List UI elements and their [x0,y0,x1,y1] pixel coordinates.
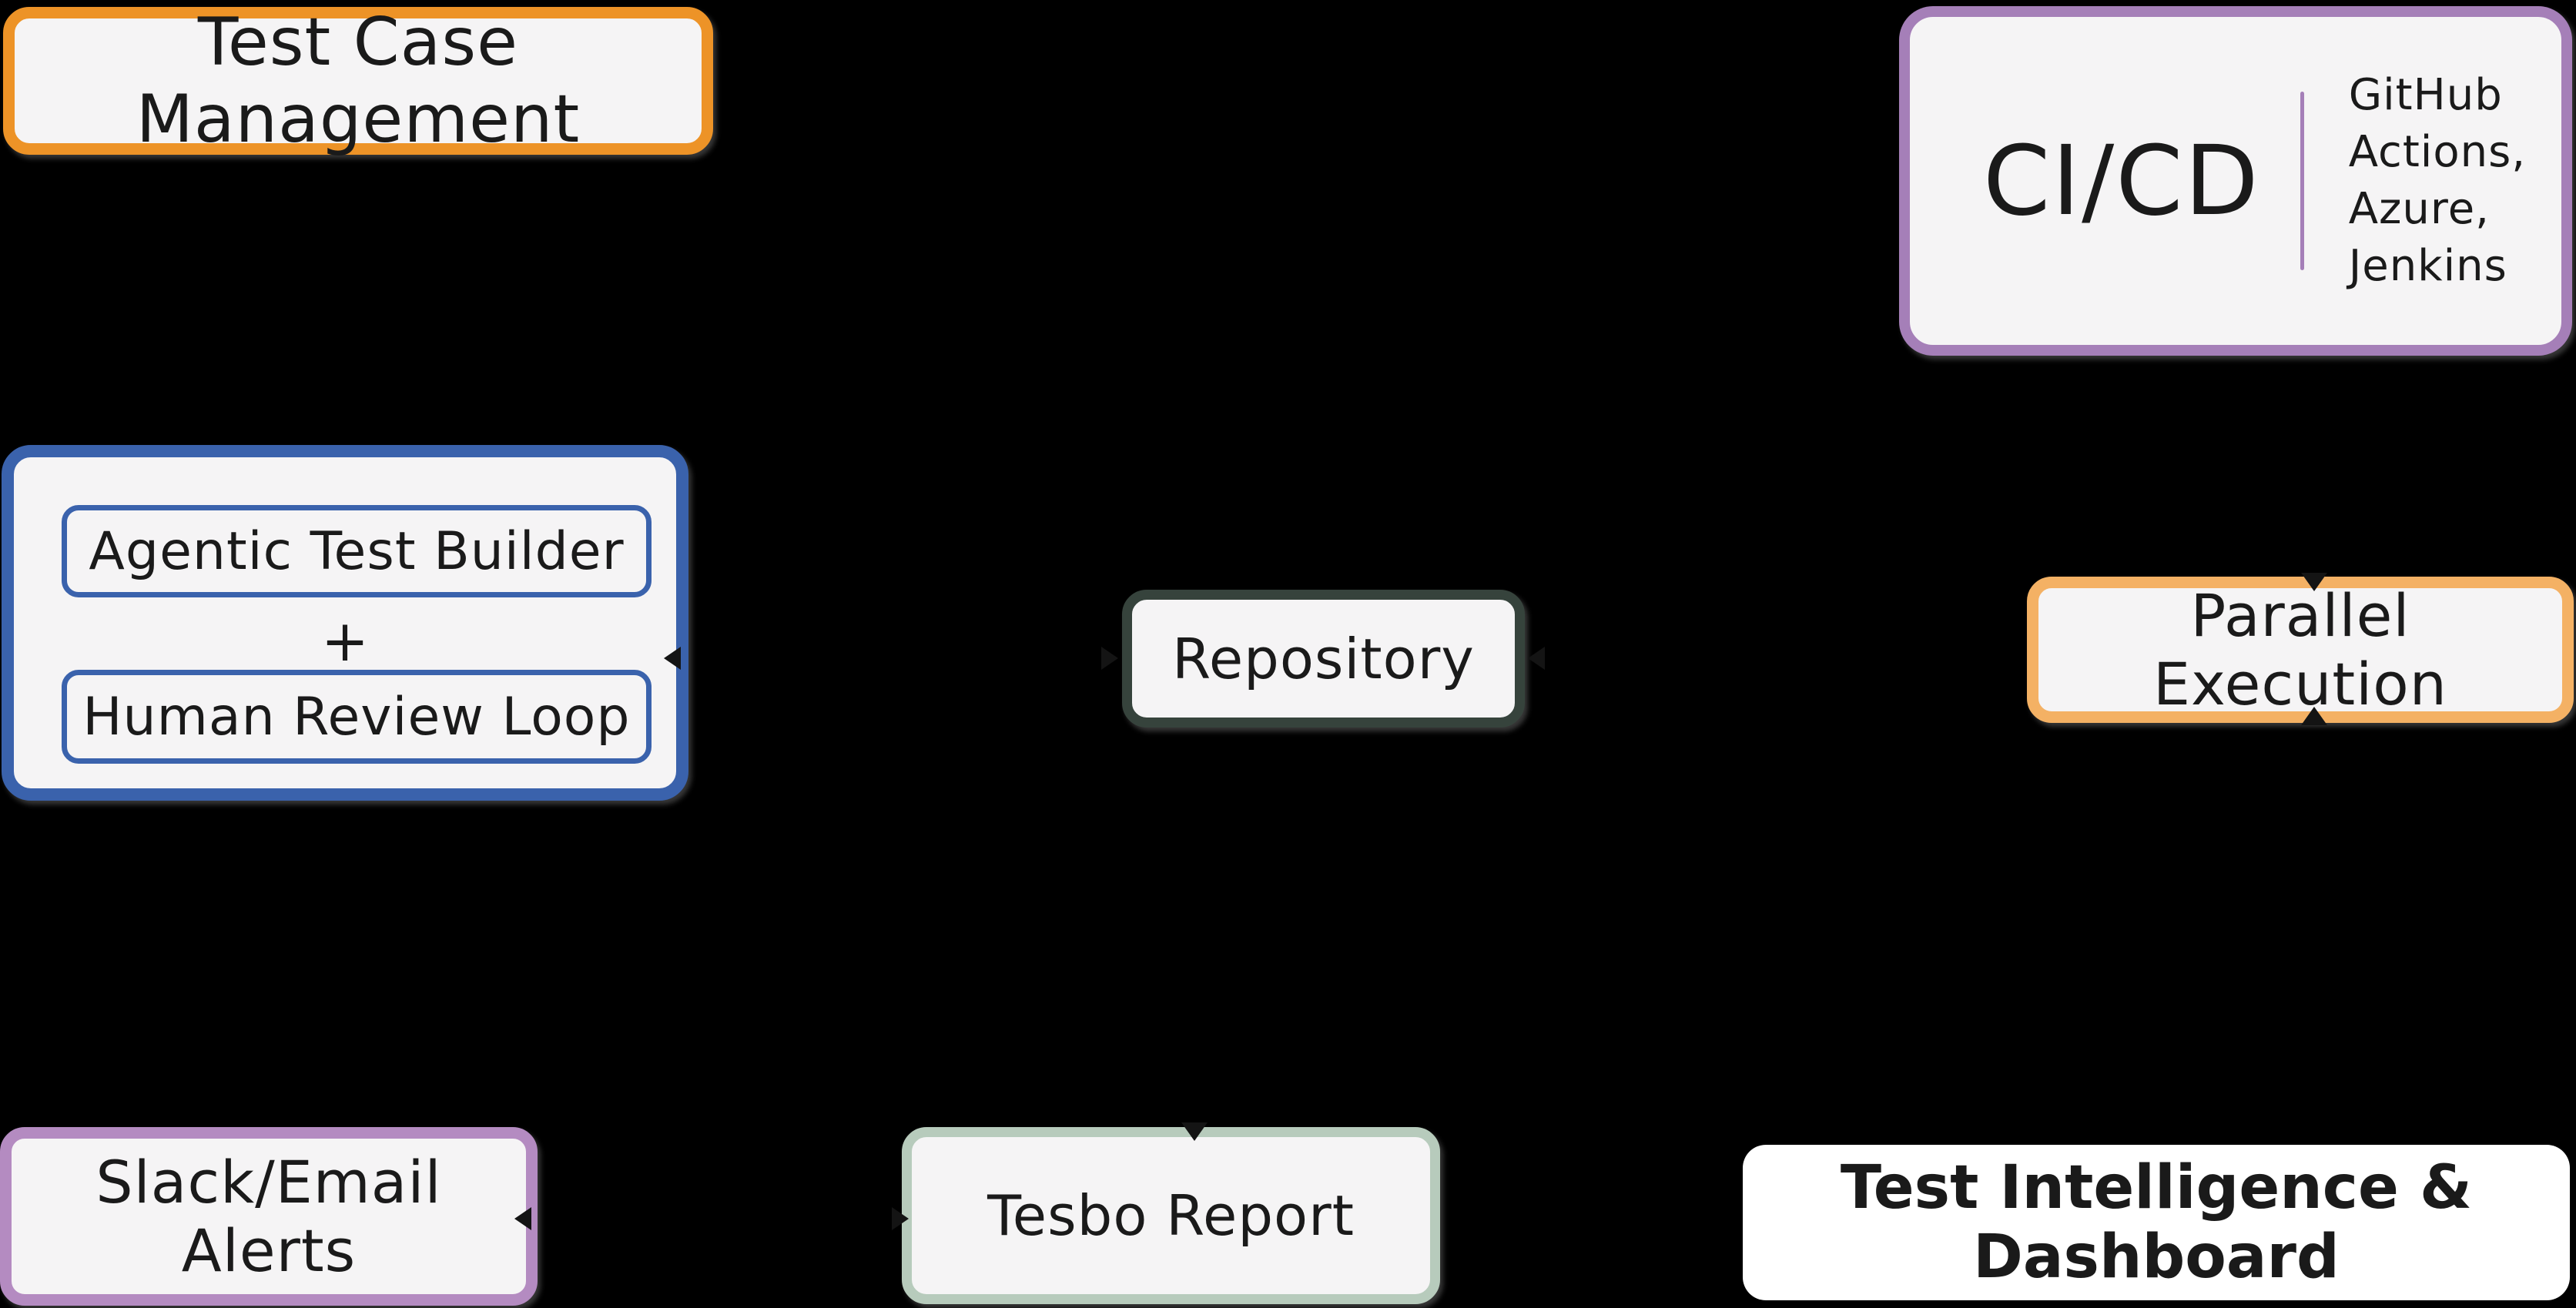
agentic-group-box: Agentic Test Builder + Human Review Loop [2,445,688,801]
agentic-test-builder-label: Agentic Test Builder [89,520,625,582]
parallel-execution-label: Parallel Execution [2153,581,2447,718]
connector-arrowhead-icon [892,1207,909,1230]
cicd-title: CI/CD [1983,125,2260,237]
slack-email-alerts-label: Slack/Email Alerts [95,1148,442,1285]
tesbo-report-box: Tesbo Report [902,1127,1440,1304]
slack-email-alerts-box: Slack/Email Alerts [0,1127,538,1306]
repository-box: Repository [1122,590,1525,728]
connector-arrowhead-icon [1181,1122,1208,1141]
repository-label: Repository [1172,626,1475,691]
cicd-box: CI/CD GitHub Actions, Azure, Jenkins [1899,6,2572,356]
cicd-tools-list: GitHub Actions, Azure, Jenkins [2349,67,2561,295]
test-case-management-box: Test Case Management [3,4,713,158]
test-case-management-label: Test Case Management [136,4,581,158]
cicd-tool-line: GitHub Actions, [2348,70,2527,177]
human-review-loop-label: Human Review Loop [82,686,631,748]
plus-sign: + [320,608,369,674]
test-intelligence-dashboard-label: Test Intelligence & Dashboard [1840,1153,2473,1292]
cicd-tool-line: Jenkins [2348,241,2507,291]
connector-arrowhead-icon [2301,707,2327,725]
parallel-execution-box: Parallel Execution [2027,577,2574,723]
connector-arrowhead-icon [2301,573,2327,591]
connector-arrowhead-icon [664,647,681,670]
connector-arrowhead-icon [514,1207,531,1230]
connector-arrowhead-icon [1528,647,1545,670]
cicd-divider [2300,92,2304,270]
connector-arrowhead-icon [1101,647,1118,670]
human-review-loop-box: Human Review Loop [62,670,652,764]
agentic-test-builder-box: Agentic Test Builder [62,505,652,597]
test-intelligence-dashboard-box: Test Intelligence & Dashboard [1743,1145,2570,1300]
tesbo-report-label: Tesbo Report [987,1183,1355,1248]
cicd-tool-line: Azure, [2348,184,2490,234]
